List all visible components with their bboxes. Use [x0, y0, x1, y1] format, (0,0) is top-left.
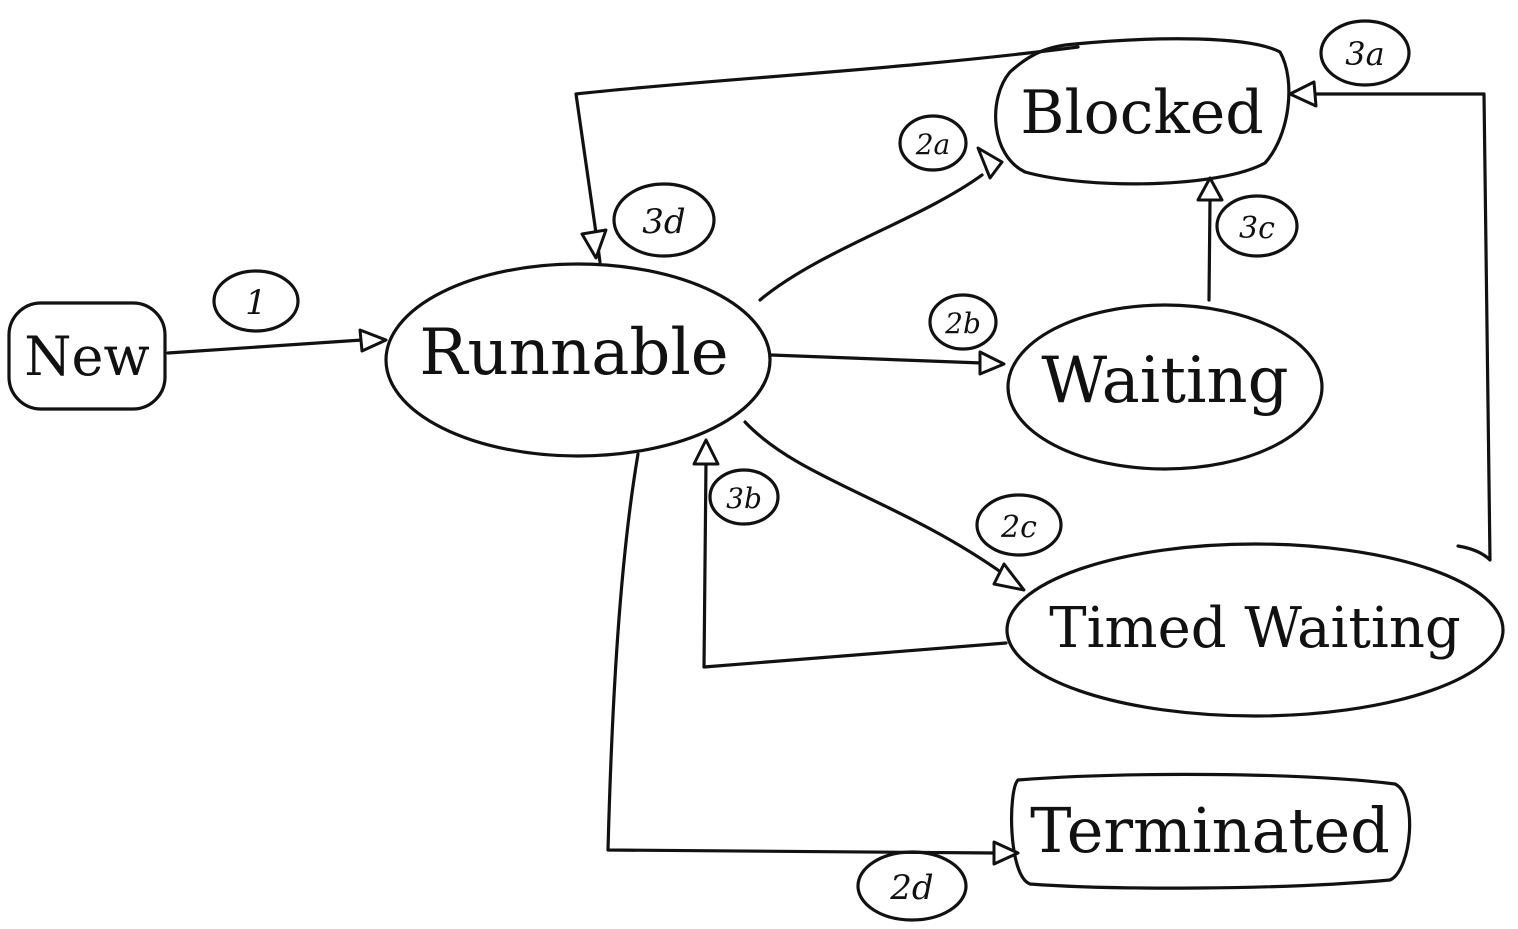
state-blocked[interactable]: Blocked [994, 37, 1291, 186]
state-new-label: New [24, 325, 149, 388]
label-3d-text: 3d [642, 202, 685, 242]
label-2d-text: 2d [889, 868, 933, 908]
label-3a: 3a [1319, 19, 1411, 87]
label-3d: 3d [612, 182, 716, 258]
label-2b: 2b [928, 293, 998, 351]
label-2b-text: 2b [944, 307, 981, 340]
edge-runnable-to-waiting[interactable] [769, 350, 1006, 376]
edge-waiting-to-blocked[interactable] [1196, 176, 1224, 302]
label-1-text: 1 [245, 283, 267, 323]
label-2c: 2c [975, 493, 1063, 557]
edge-runnable-to-timed-waiting[interactable] [743, 420, 1026, 592]
edge-timed-waiting-to-runnable[interactable] [692, 438, 1008, 669]
edge-blocked-to-runnable[interactable] [574, 45, 1080, 264]
edge-runnable-to-blocked[interactable] [758, 146, 1004, 302]
state-timed-waiting[interactable]: Timed Waiting [1005, 542, 1505, 718]
label-2a-text: 2a [915, 128, 951, 161]
state-runnable-label: Runnable [419, 316, 728, 390]
label-3b-text: 3b [726, 482, 762, 515]
label-1: 1 [212, 269, 300, 333]
label-2a: 2a [898, 114, 968, 172]
state-terminated[interactable]: Terminated [1009, 772, 1412, 890]
label-3c: 3c [1215, 194, 1299, 258]
label-2c-text: 2c [1000, 510, 1037, 545]
label-2d: 2d [856, 850, 968, 922]
state-timed-waiting-label: Timed Waiting [1049, 596, 1460, 661]
state-new[interactable]: New [7, 301, 167, 411]
label-3b: 3b [708, 468, 780, 526]
state-waiting-label: Waiting [1041, 344, 1288, 418]
label-3a-text: 3a [1345, 35, 1384, 73]
edge-timed-waiting-to-blocked[interactable] [1288, 80, 1492, 562]
edge-new-to-runnable[interactable] [166, 328, 388, 355]
state-waiting[interactable]: Waiting [1006, 303, 1324, 471]
state-runnable[interactable]: Runnable [384, 262, 772, 458]
label-3c-text: 3c [1239, 211, 1275, 246]
edge-runnable-to-terminated[interactable] [606, 452, 1020, 866]
state-blocked-label: Blocked [1020, 78, 1263, 148]
state-terminated-label: Terminated [1030, 794, 1390, 867]
